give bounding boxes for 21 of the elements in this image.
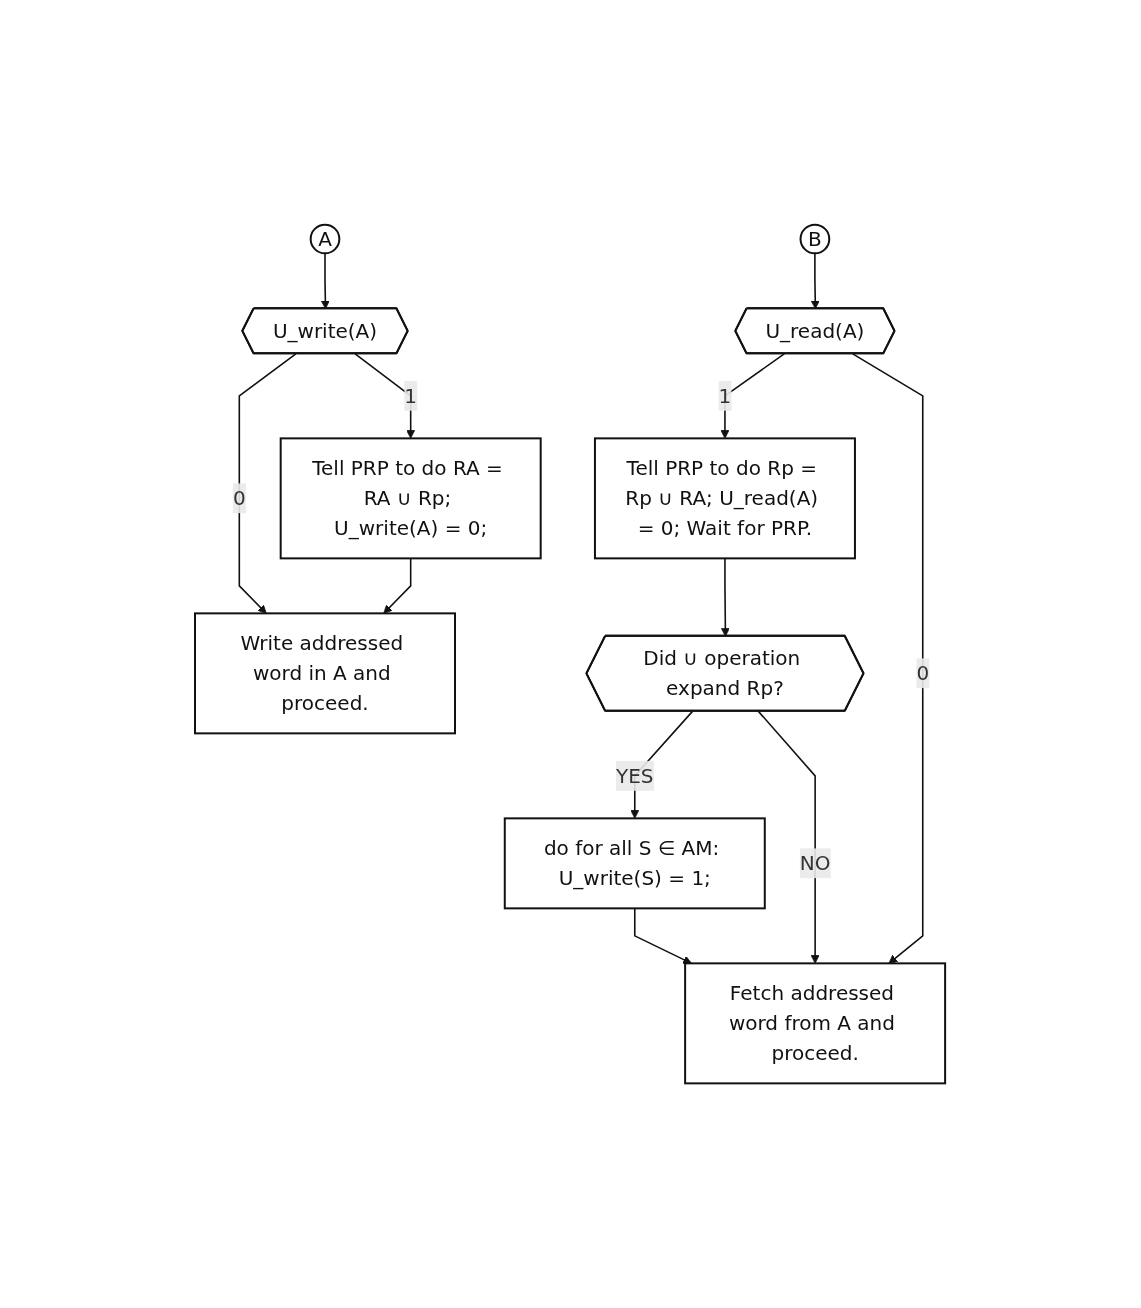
arrow xyxy=(852,353,924,965)
node-circle: A xyxy=(310,223,341,255)
arrow xyxy=(383,557,412,615)
node-box: Fetch addressed word from A and proceed. xyxy=(684,962,947,1085)
edge-label: YES xyxy=(616,764,654,789)
arrow xyxy=(758,710,820,965)
edge-label: 1 xyxy=(404,384,418,409)
arrow xyxy=(634,907,693,965)
edge-label: 0 xyxy=(916,661,930,686)
arrow xyxy=(321,252,331,310)
edge-label: NO xyxy=(800,851,831,876)
arrow xyxy=(721,557,731,638)
node-box: Tell PRP to do RA = RA ∪ Rp; U_write(A) = 0; xyxy=(280,437,543,560)
arrow xyxy=(811,252,821,310)
edge-label: 0 xyxy=(233,486,247,511)
node-box: Write addressed word in A and proceed. xyxy=(194,612,457,735)
node-box: do for all S ∈ AM: U_write(S) = 1; xyxy=(504,817,767,910)
node-circle: B xyxy=(799,223,831,255)
arrow xyxy=(238,353,298,615)
edge-label: 1 xyxy=(719,384,732,409)
node-box: Tell PRP to do Rp = Rp ∪ RA; U_read(A) = 0; Wait for PRP. xyxy=(594,437,857,560)
